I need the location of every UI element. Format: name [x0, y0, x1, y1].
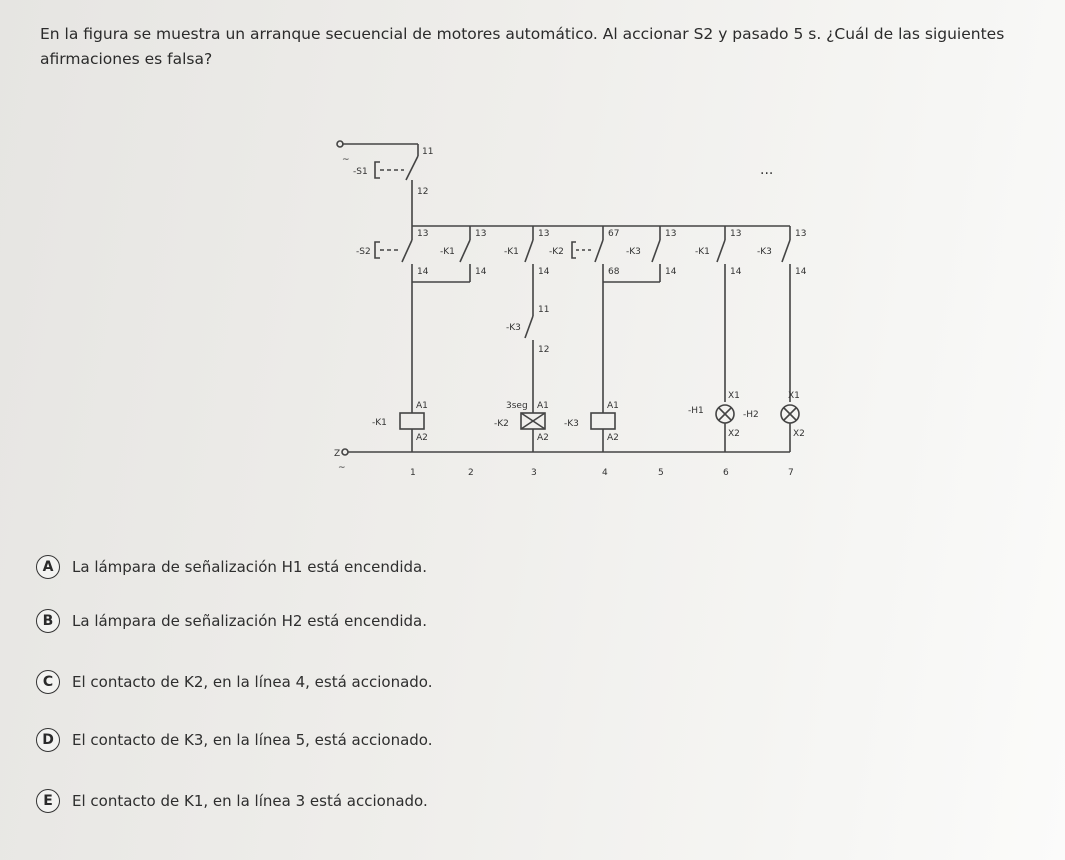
- line-number: 6: [723, 468, 729, 478]
- coil-label: -K1: [372, 418, 387, 428]
- option-text: La lámpara de señalización H1 está encen…: [72, 558, 428, 576]
- line-number: 2: [468, 468, 474, 478]
- coil-terminal: A1: [416, 401, 428, 411]
- k3-nc-terminal-bottom: 12: [538, 345, 549, 355]
- coil-terminal: A2: [416, 433, 428, 443]
- s1-terminal-bottom: 12: [417, 187, 428, 197]
- coil-timer: 3seg: [506, 401, 528, 411]
- option-text: El contacto de K3, en la línea 5, está a…: [72, 731, 433, 749]
- line-number: 3: [531, 468, 537, 478]
- contact-terminal: 14: [795, 267, 807, 277]
- option-e[interactable]: E El contacto de K1, en la línea 3 está …: [36, 786, 736, 816]
- lamp-terminal: X2: [793, 429, 805, 439]
- s2-terminal-top: 13: [417, 229, 428, 239]
- contact-terminal: 67: [608, 229, 619, 239]
- supply-bottom-symbol: ~: [338, 463, 346, 473]
- option-letter: C: [36, 670, 60, 694]
- contact-terminal: 13: [795, 229, 806, 239]
- option-text: El contacto de K2, en la línea 4, está a…: [72, 673, 433, 691]
- s1-label: -S1: [353, 167, 368, 177]
- coil-label: -K2: [494, 419, 509, 429]
- contact-terminal: 13: [730, 229, 741, 239]
- contact-label: -K1: [695, 247, 710, 257]
- contact-terminal: 14: [730, 267, 742, 277]
- supply-zero-label: Z: [334, 449, 340, 459]
- k3-nc-terminal-top: 11: [538, 305, 549, 315]
- line-number: 7: [788, 468, 794, 478]
- supply-top-symbol: ~: [342, 155, 350, 165]
- contact-terminal: 13: [475, 229, 486, 239]
- contact-terminal: 14: [538, 267, 550, 277]
- coil-terminal: A1: [607, 401, 619, 411]
- contact-label: -K3: [626, 247, 641, 257]
- circuit-diagram: ~ -S1 11 12 ... -S2 13 14 -K1 13 14 -K1 …: [334, 140, 807, 478]
- contact-terminal: 13: [538, 229, 549, 239]
- s1-terminal-top: 11: [422, 147, 433, 157]
- option-text: La lámpara de señalización H2 está encen…: [72, 612, 428, 630]
- contact-terminal: 68: [608, 267, 620, 277]
- option-letter: A: [36, 555, 60, 579]
- contact-label: -K1: [440, 247, 455, 257]
- option-d[interactable]: D El contacto de K3, en la línea 5, está…: [36, 725, 736, 755]
- k3-nc-label: -K3: [506, 323, 521, 333]
- contact-terminal: 14: [665, 267, 677, 277]
- question-text: En la figura se muestra un arranque secu…: [40, 25, 1005, 68]
- s2-label: -S2: [356, 247, 371, 257]
- option-a[interactable]: A La lámpara de señalización H1 está enc…: [36, 552, 736, 582]
- coil-terminal: A1: [537, 401, 549, 411]
- line-number: 1: [410, 468, 416, 478]
- lamp-label: -H2: [743, 410, 759, 420]
- lamp-label: -H1: [688, 406, 704, 416]
- option-letter: B: [36, 609, 60, 633]
- contact-terminal: 13: [665, 229, 676, 239]
- option-letter: D: [36, 728, 60, 752]
- line-number: 4: [602, 468, 608, 478]
- lamp-terminal: X1: [788, 391, 800, 401]
- option-text: El contacto de K1, en la línea 3 está ac…: [72, 792, 428, 810]
- coil-label: -K3: [564, 419, 579, 429]
- coil-terminal: A2: [607, 433, 619, 443]
- contact-label: -K3: [757, 247, 772, 257]
- ellipsis: ...: [760, 162, 773, 178]
- line-number: 5: [658, 468, 664, 478]
- contact-terminal: 14: [475, 267, 487, 277]
- option-c[interactable]: C El contacto de K2, en la línea 4, está…: [36, 667, 736, 697]
- contact-label: -K2: [549, 247, 564, 257]
- lamp-terminal: X1: [728, 391, 740, 401]
- contact-label: -K1: [504, 247, 519, 257]
- lamp-terminal: X2: [728, 429, 740, 439]
- coil-terminal: A2: [537, 433, 549, 443]
- option-letter: E: [36, 789, 60, 813]
- s2-terminal-bottom: 14: [417, 267, 429, 277]
- option-b[interactable]: B La lámpara de señalización H2 está enc…: [36, 606, 736, 636]
